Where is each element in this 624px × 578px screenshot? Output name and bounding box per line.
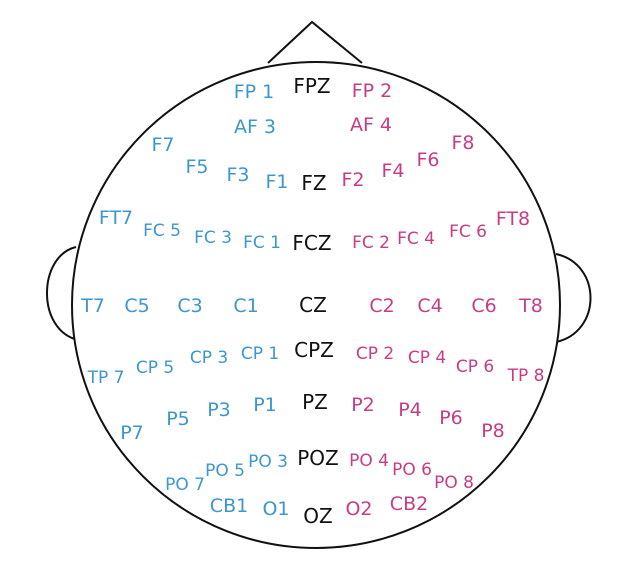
electrode-o2: O2 [345, 498, 372, 520]
electrode-p8: P8 [481, 420, 505, 442]
electrode-p4: P4 [398, 399, 422, 421]
electrode-af4: AF 4 [350, 114, 392, 136]
electrode-cz: CZ [299, 293, 327, 317]
electrode-ft8: FT8 [496, 208, 530, 230]
electrode-p7: P7 [120, 422, 144, 444]
right-ear-outline [555, 253, 592, 343]
electrode-c1: C1 [233, 295, 258, 317]
electrode-po8: PO 8 [434, 473, 474, 493]
electrode-f8: F8 [451, 132, 474, 154]
head-outline [71, 61, 561, 549]
electrode-f2: F2 [341, 169, 364, 191]
left-ear-outline [46, 246, 79, 341]
electrode-fc1: FC 1 [243, 233, 281, 253]
electrode-cpz: CPZ [294, 338, 334, 362]
electrode-cp1: CP 1 [241, 344, 279, 364]
electrode-po7: PO 7 [165, 475, 205, 495]
electrode-fc5: FC 5 [143, 221, 181, 241]
electrode-p5: P5 [166, 408, 190, 430]
electrode-ft7: FT7 [99, 207, 133, 229]
electrode-cp5: CP 5 [136, 358, 174, 378]
electrode-c4: C4 [417, 295, 442, 317]
electrode-fc3: FC 3 [194, 228, 232, 248]
electrode-f4: F4 [381, 160, 404, 182]
electrode-fc4: FC 4 [397, 229, 435, 249]
electrode-fp1: FP 1 [234, 81, 275, 103]
electrode-c6: C6 [471, 295, 496, 317]
electrode-tp7: TP 7 [87, 368, 125, 388]
electrode-cb2: CB2 [390, 493, 428, 515]
electrode-oz: OZ [303, 504, 332, 528]
electrode-fcz: FCZ [292, 231, 331, 255]
electrode-pz: PZ [302, 390, 328, 414]
electrode-cb1: CB1 [210, 495, 248, 517]
electrode-p2: P2 [351, 394, 375, 416]
electrode-po3: PO 3 [248, 452, 288, 472]
electrode-c5: C5 [124, 295, 149, 317]
electrode-fpz: FPZ [293, 74, 330, 98]
electrode-p6: P6 [439, 407, 463, 429]
electrode-cp2: CP 2 [356, 344, 394, 364]
electrode-p1: P1 [253, 394, 277, 416]
electrode-t8: T8 [518, 295, 543, 317]
electrode-af3: AF 3 [234, 116, 276, 138]
electrode-po4: PO 4 [349, 451, 389, 471]
electrode-fc6: FC 6 [449, 222, 487, 242]
electrode-poz: POZ [297, 446, 339, 470]
electrode-c2: C2 [369, 295, 394, 317]
electrode-o1: O1 [262, 498, 289, 520]
electrode-cp3: CP 3 [190, 348, 228, 368]
electrode-cp4: CP 4 [408, 348, 446, 368]
electrode-fz: FZ [301, 171, 326, 195]
electrode-p3: P3 [207, 399, 231, 421]
electrode-f3: F3 [226, 164, 249, 186]
electrode-po5: PO 5 [205, 461, 245, 481]
electrode-c3: C3 [177, 295, 202, 317]
electrode-f5: F5 [185, 156, 208, 178]
electrode-fp2: FP 2 [352, 80, 393, 102]
electrode-po6: PO 6 [392, 460, 432, 480]
nose-outline [267, 20, 363, 64]
electrode-fc2: FC 2 [352, 233, 390, 253]
electrode-t7: T7 [80, 295, 105, 317]
electrode-cp6: CP 6 [456, 357, 494, 377]
electrode-f1: F1 [265, 171, 288, 193]
electrode-tp8: TP 8 [507, 366, 545, 386]
electrode-f7: F7 [151, 134, 174, 156]
electrode-f6: F6 [416, 149, 439, 171]
